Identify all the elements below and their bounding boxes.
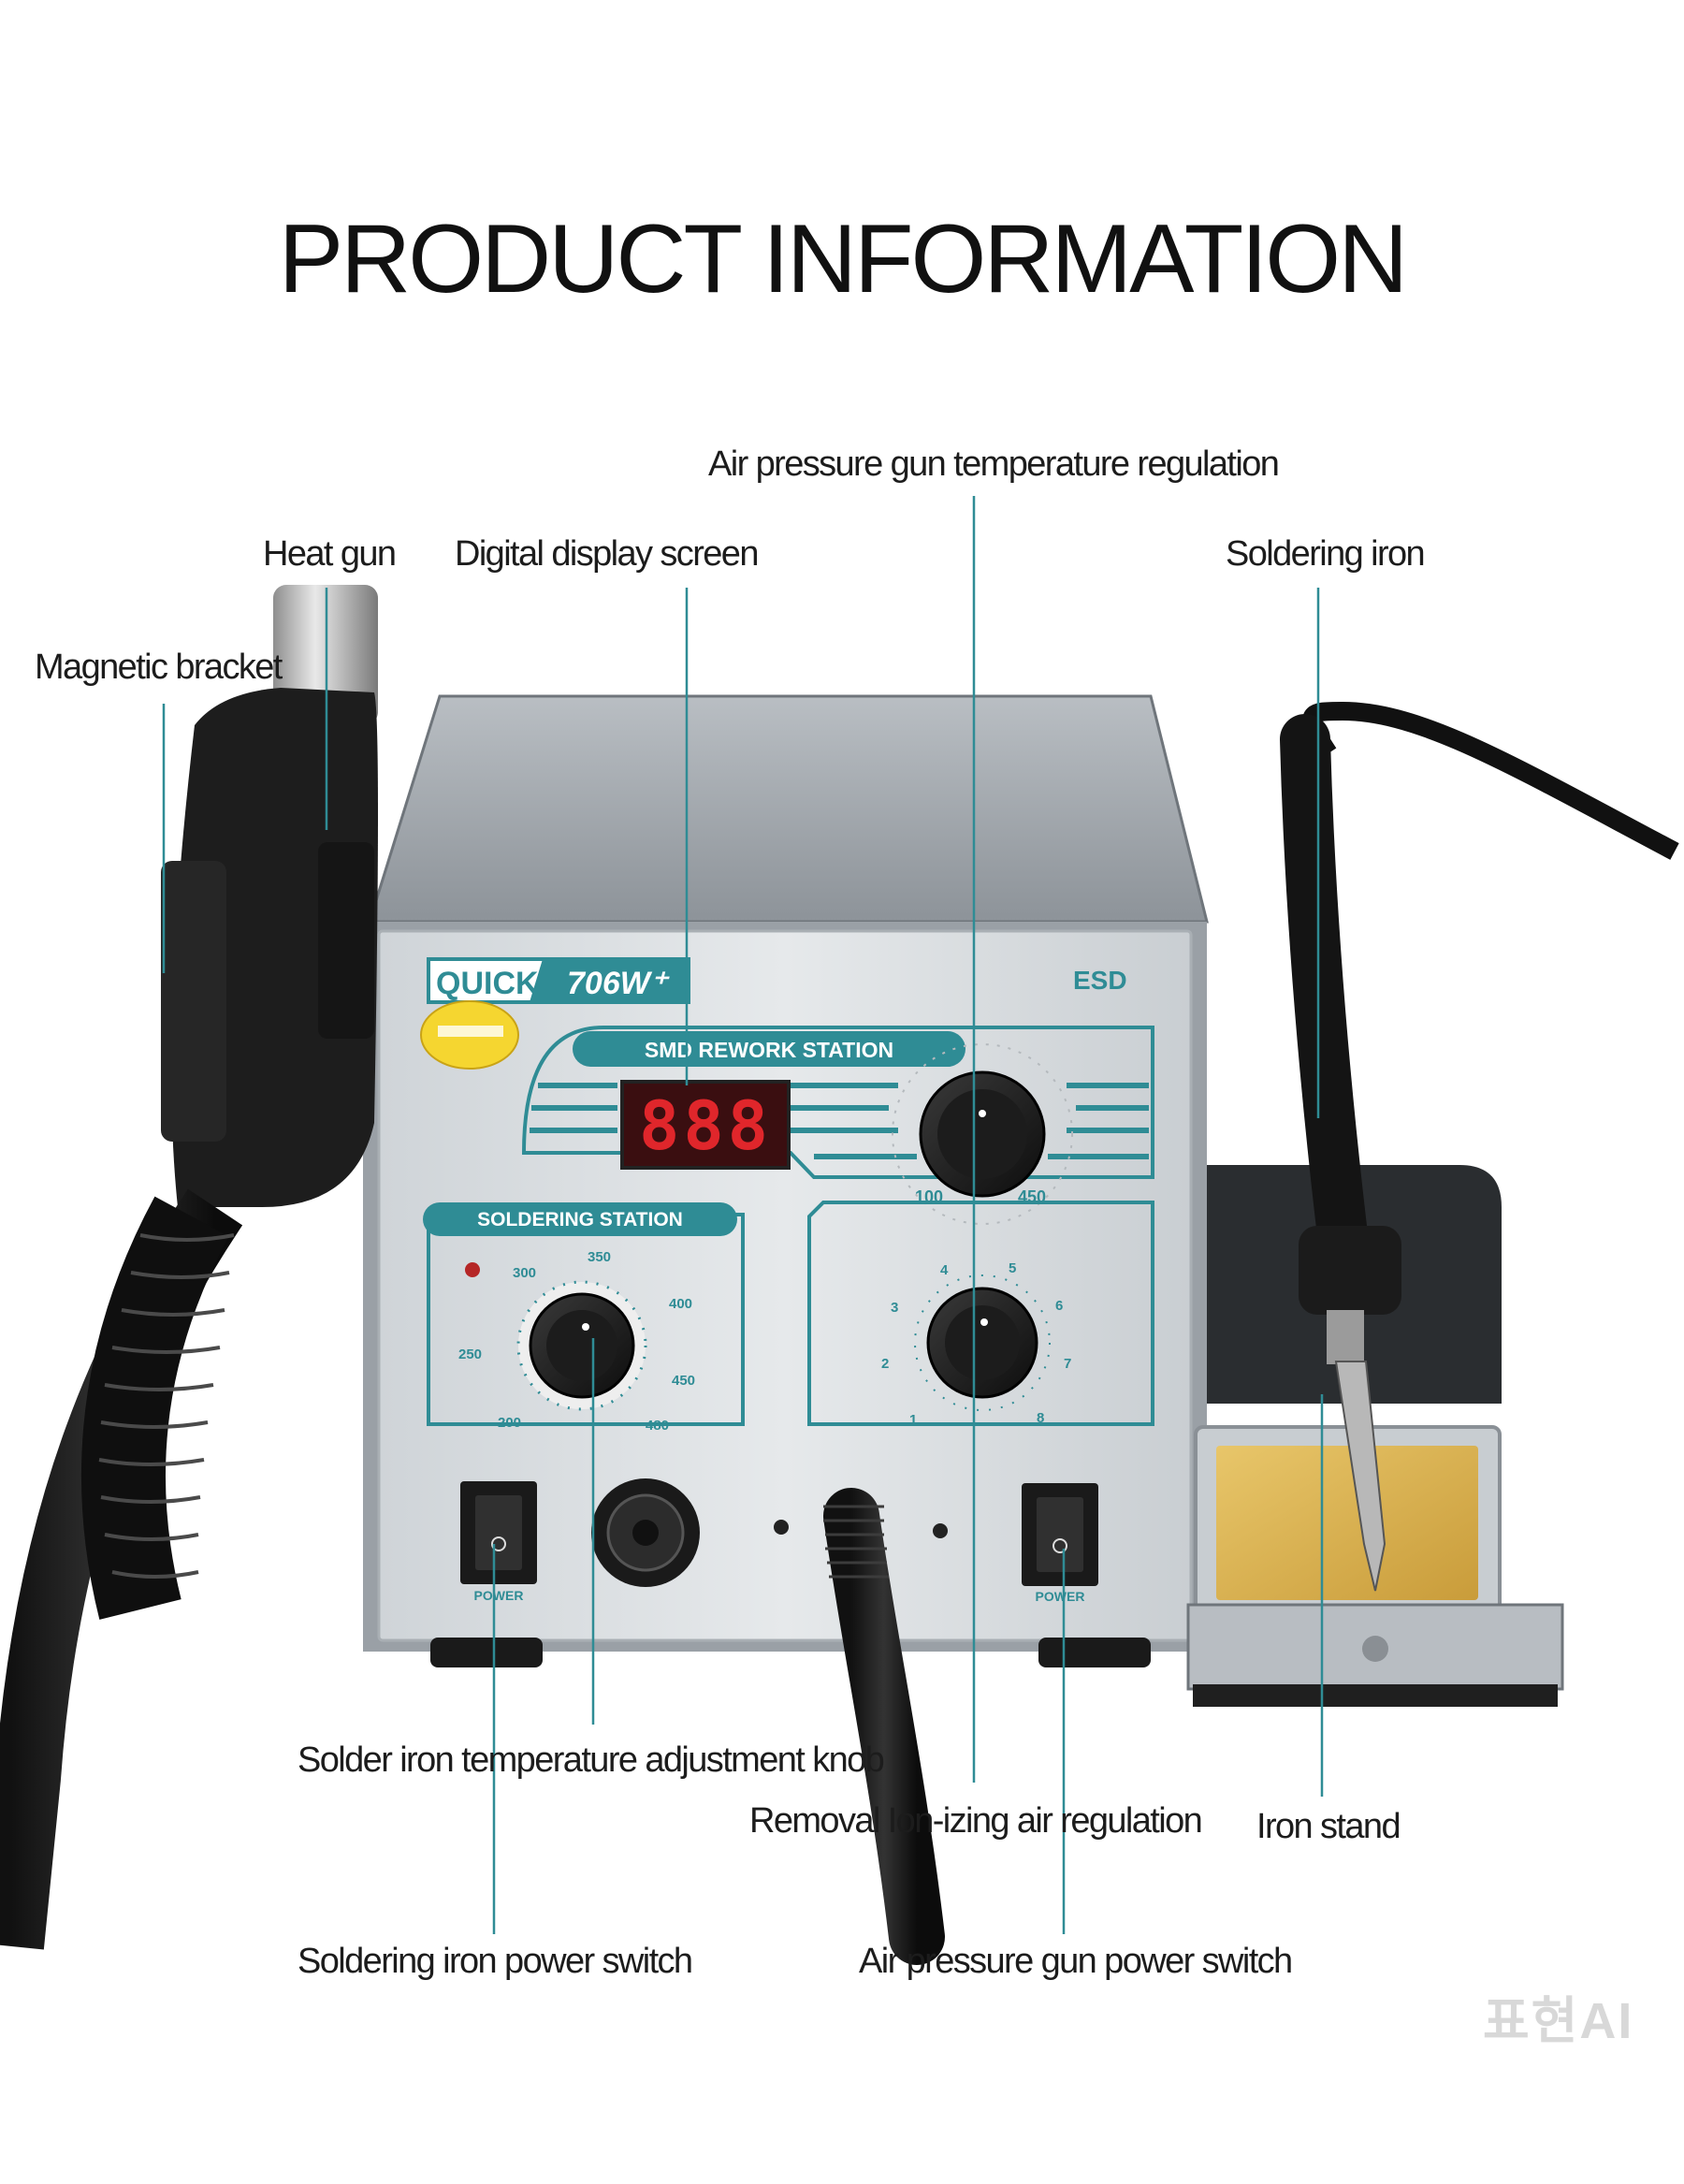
page-title: PRODUCT INFORMATION <box>278 205 1408 313</box>
warranty-sticker-icon <box>420 1000 519 1070</box>
air-flow-tick: 4 <box>940 1262 949 1278</box>
air-flow-tick: 3 <box>891 1300 898 1316</box>
solder-scale-tick: 350 <box>588 1249 611 1265</box>
callout-iron-power-switch: Soldering iron power switch <box>298 1942 693 1981</box>
indicator-led-icon <box>465 1262 480 1277</box>
air-flow-panel: 1 2 3 4 5 6 7 8 <box>807 1201 1154 1428</box>
esd-label: ESD <box>1073 966 1127 995</box>
watermark: 표현AI <box>1483 1993 1634 2049</box>
soldering-station-panel: SOLDERING STATION 200 250 300 350 400 45… <box>423 1202 745 1434</box>
air-flow-tick: 7 <box>1064 1356 1071 1372</box>
callout-digital-display: Digital display screen <box>455 534 759 574</box>
air-flow-tick: 2 <box>881 1356 889 1372</box>
digital-display: 888 <box>620 1080 791 1170</box>
callout-heat-gun: Heat gun <box>263 534 397 574</box>
callout-solder-knob: Solder iron temperature adjustment knob <box>298 1740 885 1780</box>
callout-magnetic-bracket: Magnetic bracket <box>35 648 283 687</box>
solder-scale-tick: 250 <box>458 1347 482 1362</box>
air-flow-tick: 1 <box>909 1412 917 1428</box>
solder-scale-tick: 450 <box>672 1373 695 1389</box>
callout-iron-stand: Iron stand <box>1256 1807 1401 1846</box>
callout-removal-air: Removal Ion-izing air regulation <box>749 1801 1203 1841</box>
rework-header: SMD REWORK STATION <box>645 1038 893 1062</box>
brand-name: QUICK <box>436 966 539 1001</box>
power-label-right: POWER <box>1036 1589 1085 1604</box>
solder-scale-tick: 200 <box>498 1415 521 1431</box>
solder-scale-tick: 300 <box>513 1265 536 1281</box>
power-label-left: POWER <box>474 1588 524 1603</box>
air-flow-tick: 8 <box>1037 1410 1044 1426</box>
air-flow-tick: 6 <box>1055 1298 1063 1314</box>
callout-leader-lines <box>162 496 1324 1934</box>
solder-scale-tick: 400 <box>669 1296 692 1312</box>
callout-soldering-iron: Soldering iron <box>1226 534 1426 574</box>
callout-gun-power-switch: Air pressure gun power switch <box>859 1942 1293 1981</box>
iron-socket-icon <box>591 1478 948 1587</box>
soldering-header: SOLDERING STATION <box>477 1209 683 1230</box>
air-hose <box>823 1488 945 1965</box>
display-readout: 888 <box>639 1086 772 1165</box>
brand-badge: QUICK 706W⁺ ESD <box>427 957 1127 1004</box>
air-flow-tick: 5 <box>1009 1260 1016 1276</box>
air-temperature-knob[interactable]: 100 450 <box>892 1043 1073 1225</box>
air-gun-power-switch[interactable]: POWER <box>1022 1483 1098 1604</box>
model-number: 706W⁺ <box>567 966 670 1001</box>
callout-air-temp-regulation: Air pressure gun temperature regulation <box>708 444 1280 484</box>
hose-ribs <box>823 1505 889 1579</box>
soldering-iron-power-switch[interactable]: POWER <box>460 1481 537 1603</box>
solder-scale-tick: 480 <box>646 1418 669 1434</box>
magnetic-bracket <box>161 861 226 1142</box>
